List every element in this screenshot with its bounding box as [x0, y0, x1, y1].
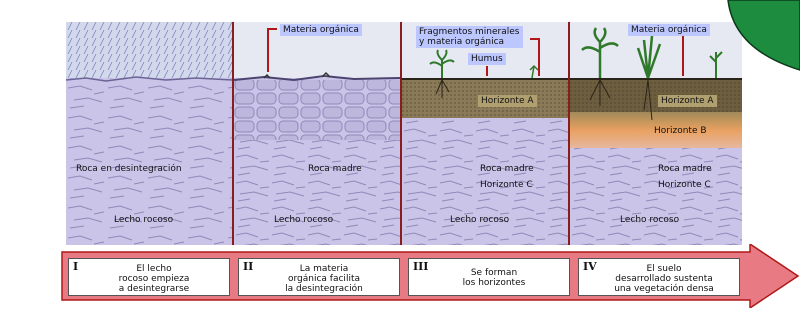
stage-4-text: El suelo desarrollado sustenta una veget… — [593, 264, 735, 294]
stage-3-text: Se forman los horizontes — [423, 268, 565, 288]
panel-2-label-bottom: Lecho rocoso — [274, 215, 333, 225]
panel-4-horizon-c: Horizonte C — [658, 180, 711, 190]
panel-2-label-top: Roca madre — [308, 164, 362, 174]
stage-1-box: I El lecho rocoso empieza a desintegrars… — [68, 258, 230, 296]
panel-2-callout-line — [267, 28, 269, 72]
panel-4-label-top: Roca madre — [658, 164, 712, 174]
stage-4-box: IV El suelo desarrollado sustenta una ve… — [578, 258, 740, 296]
panel-stage-3: Fragmentos minerales y materia orgánica … — [402, 22, 570, 245]
stage-3-box: III Se forman los horizontes — [408, 258, 570, 296]
corner-decoration — [720, 0, 800, 72]
panel-2-callout-label: Materia orgánica — [280, 24, 362, 36]
panel-4-callout-line — [682, 36, 684, 76]
panel-3-label-bottom: Lecho rocoso — [450, 215, 509, 225]
panel-stage-2: Materia orgánica Roca madre Lecho rocoso — [234, 22, 402, 245]
panel-3-label-top: Roca madre — [480, 164, 534, 174]
panel-2-callout-tick — [267, 28, 277, 30]
panel-1-label-bottom: Lecho rocoso — [114, 215, 173, 225]
panel-3-humus-line — [486, 66, 488, 76]
stage-1-numeral: I — [73, 260, 78, 273]
panel-3-horizon-c: Horizonte C — [480, 180, 533, 190]
panel-1-label-top: Roca en desintegración — [76, 164, 182, 174]
stage-2-numeral: II — [243, 260, 253, 273]
panel-3-horizon-a: Horizonte A — [478, 95, 537, 107]
panel-3-callout-label: Fragmentos minerales y materia orgánica — [416, 26, 523, 48]
stage-1-text: El lecho rocoso empieza a desintegrarse — [83, 264, 225, 294]
panel-2-illustration — [234, 22, 400, 245]
panel-4-label-bottom: Lecho rocoso — [620, 215, 679, 225]
panel-stage-4: Materia orgánica Horizonte A Horizonte B… — [570, 22, 742, 245]
stage-2-box: II La materia orgánica facilita la desin… — [238, 258, 400, 296]
panel-3-humus-label: Humus — [468, 53, 506, 65]
panel-1-illustration — [66, 22, 232, 245]
panel-4-callout-label: Materia orgánica — [628, 24, 710, 36]
panel-4-horizon-a: Horizonte A — [658, 95, 717, 107]
panel-4-horizon-b: Horizonte B — [654, 126, 707, 136]
panel-stage-1: Roca en desintegración Lecho rocoso — [66, 22, 234, 245]
panel-3-callout-line — [538, 38, 540, 76]
stage-2-text: La materia orgánica facilita la desinteg… — [253, 264, 395, 294]
